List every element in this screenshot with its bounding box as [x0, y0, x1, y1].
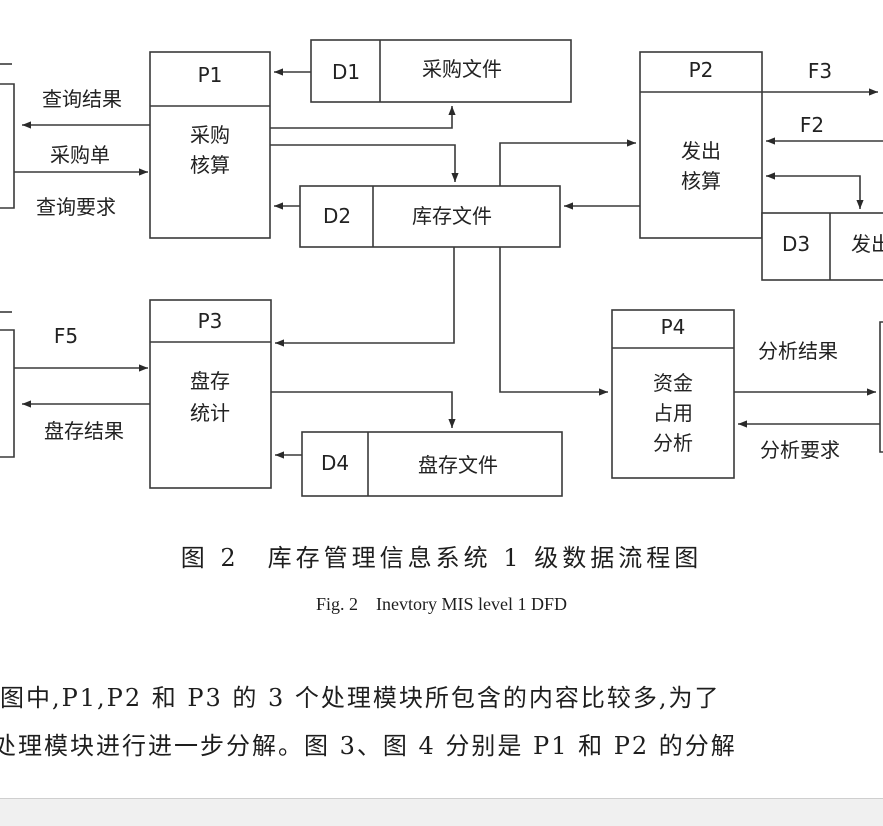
datastore-d3: D3 发出: [761, 212, 883, 281]
flow-f2-label: F2: [800, 113, 824, 137]
process-p4-name-line3: 分析: [653, 431, 693, 455]
datastore-d1-id: D1: [332, 60, 360, 84]
flow-p1-to-d1-arrow: [270, 106, 456, 129]
flow-query-result-label: 查询结果: [42, 87, 122, 111]
flow-analysis-result-label: 分析结果: [758, 339, 838, 363]
datastore-d2-name: 库存文件: [412, 204, 492, 228]
external-entity-left-bottom: [0, 311, 15, 458]
datastore-d4-id: D4: [321, 451, 349, 475]
process-p4-name-line2: 占用: [653, 401, 693, 425]
datastore-d4-name: 盘存文件: [418, 453, 498, 477]
flow-p2-to-d3-arrow: [766, 172, 864, 209]
process-p3-name-line2: 统计: [190, 401, 230, 425]
flow-d2-to-p2-arrow: [499, 139, 636, 186]
process-p1-name-line2: 核算: [190, 153, 230, 177]
flow-f3-label: F3: [808, 59, 832, 83]
body-text-line-2: 处理模块进行进一步分解。图 3、图 4 分别是 P1 和 P2 的分解: [0, 732, 737, 760]
process-p4-name-line1: 资金: [653, 371, 693, 395]
datastore-d1: D1 采购文件: [310, 39, 572, 103]
body-text-line-1: 图中,P1,P2 和 P3 的 3 个处理模块所包含的内容比较多,为了: [0, 684, 721, 712]
datastore-d2: D2 库存文件: [299, 185, 561, 248]
flow-p3-to-d4-arrow: [271, 391, 456, 428]
flow-p1-to-d2-arrow: [270, 144, 459, 182]
process-p1-name-line1: 采购: [190, 123, 230, 147]
external-entity-left-top: [0, 63, 15, 209]
datastore-d2-id: D2: [323, 204, 351, 228]
process-p3-name-line1: 盘存: [190, 369, 230, 393]
process-p1: P1 采购 核算: [149, 51, 271, 239]
process-p3-id: P3: [198, 309, 223, 333]
figure-caption-english: Fig. 2 Inevtory MIS level 1 DFD: [316, 594, 567, 614]
process-p1-id: P1: [198, 63, 223, 87]
flow-query-request-label: 查询要求: [36, 195, 116, 219]
process-p2-name-line2: 核算: [681, 169, 721, 193]
process-p2-id: P2: [689, 58, 714, 82]
flow-d2-to-p4-arrow: [499, 247, 608, 396]
datastore-d3-name: 发出: [851, 232, 883, 256]
process-p2: P2 发出 核算: [639, 51, 763, 239]
figure-caption-chinese: 图 2 库存管理信息系统 1 级数据流程图: [180, 544, 703, 572]
flow-inventory-result-label: 盘存结果: [44, 419, 124, 443]
process-p4: P4 资金 占用 分析: [611, 309, 735, 479]
flow-analysis-request-label: 分析要求: [760, 438, 840, 462]
datastore-d4: D4 盘存文件: [301, 431, 563, 497]
viewer-bottom-strip: [0, 798, 883, 826]
datastore-d3-id: D3: [782, 232, 810, 256]
process-p2-name-line1: 发出: [681, 139, 721, 163]
flow-d2-to-p3-arrow: [275, 247, 455, 347]
flow-purchase-order-label: 采购单: [50, 143, 110, 167]
data-flow-diagram: P1 采购 核算 P2 发出 核算 P3 盘存 统计 P4 资金 占用 分析 D…: [0, 39, 883, 497]
process-p3: P3 盘存 统计: [149, 299, 272, 489]
datastore-d1-name: 采购文件: [422, 57, 502, 81]
process-p4-id: P4: [661, 315, 686, 339]
flow-f5-label: F5: [54, 324, 78, 348]
